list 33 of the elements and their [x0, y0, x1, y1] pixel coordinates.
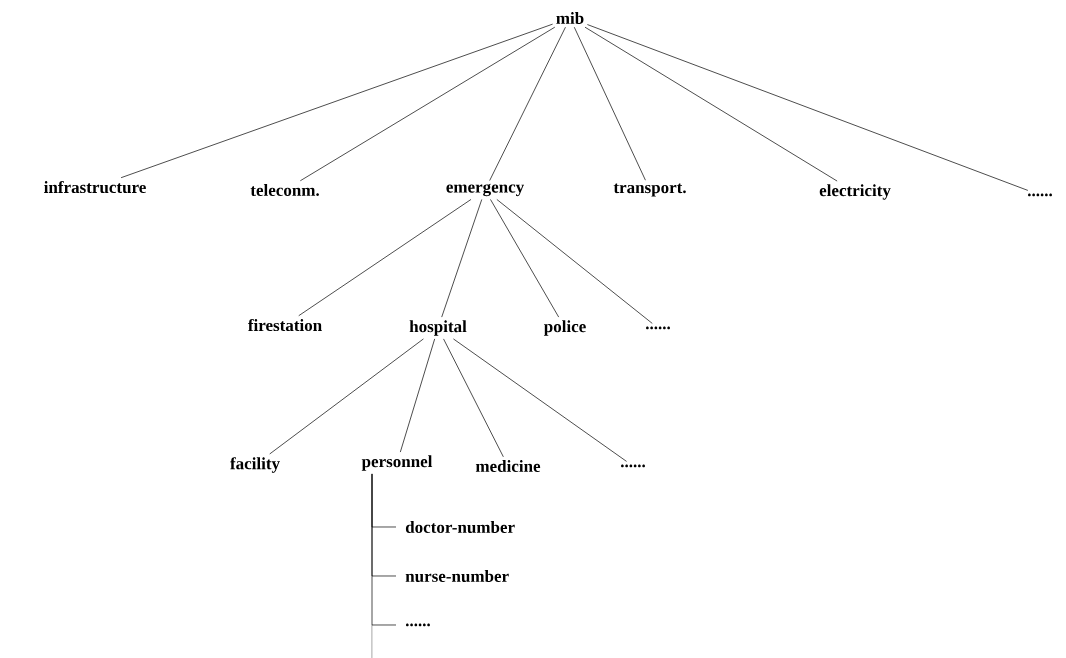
node-label: nurse-number	[405, 570, 509, 582]
tree-line	[399, 338, 436, 453]
node-label: ......	[621, 464, 645, 468]
tree-line	[584, 26, 838, 182]
tree-line	[298, 199, 472, 317]
tree-line	[441, 199, 483, 318]
node-label: ......	[646, 326, 670, 330]
node-label: firestation	[248, 318, 322, 332]
node-label: ......	[405, 623, 430, 627]
node-label: transport.	[613, 183, 686, 197]
tree-line	[120, 23, 553, 179]
tree-line	[299, 26, 556, 182]
node-label: doctor-number	[405, 521, 515, 533]
node-label: facility	[230, 457, 280, 473]
tree-line	[371, 473, 397, 626]
node-label: teleconm.	[250, 184, 319, 196]
tree-line	[573, 26, 646, 181]
tree-line	[587, 24, 1029, 191]
node-label: infrastructure	[44, 180, 146, 194]
node-label: medicine	[475, 460, 541, 472]
tree-line	[490, 199, 560, 318]
node-label: mib	[556, 12, 584, 24]
tree-line	[269, 338, 424, 455]
node-label: emergency	[446, 183, 524, 197]
tree-line	[489, 26, 566, 181]
node-label: personnel	[361, 455, 433, 471]
node-label: police	[544, 320, 586, 336]
tree-line	[443, 338, 504, 458]
node-label: hospital	[409, 320, 467, 336]
node-label: electricity	[819, 184, 891, 200]
tree-line	[453, 338, 627, 462]
tree-line	[496, 199, 653, 324]
node-label: ......	[1028, 193, 1052, 197]
